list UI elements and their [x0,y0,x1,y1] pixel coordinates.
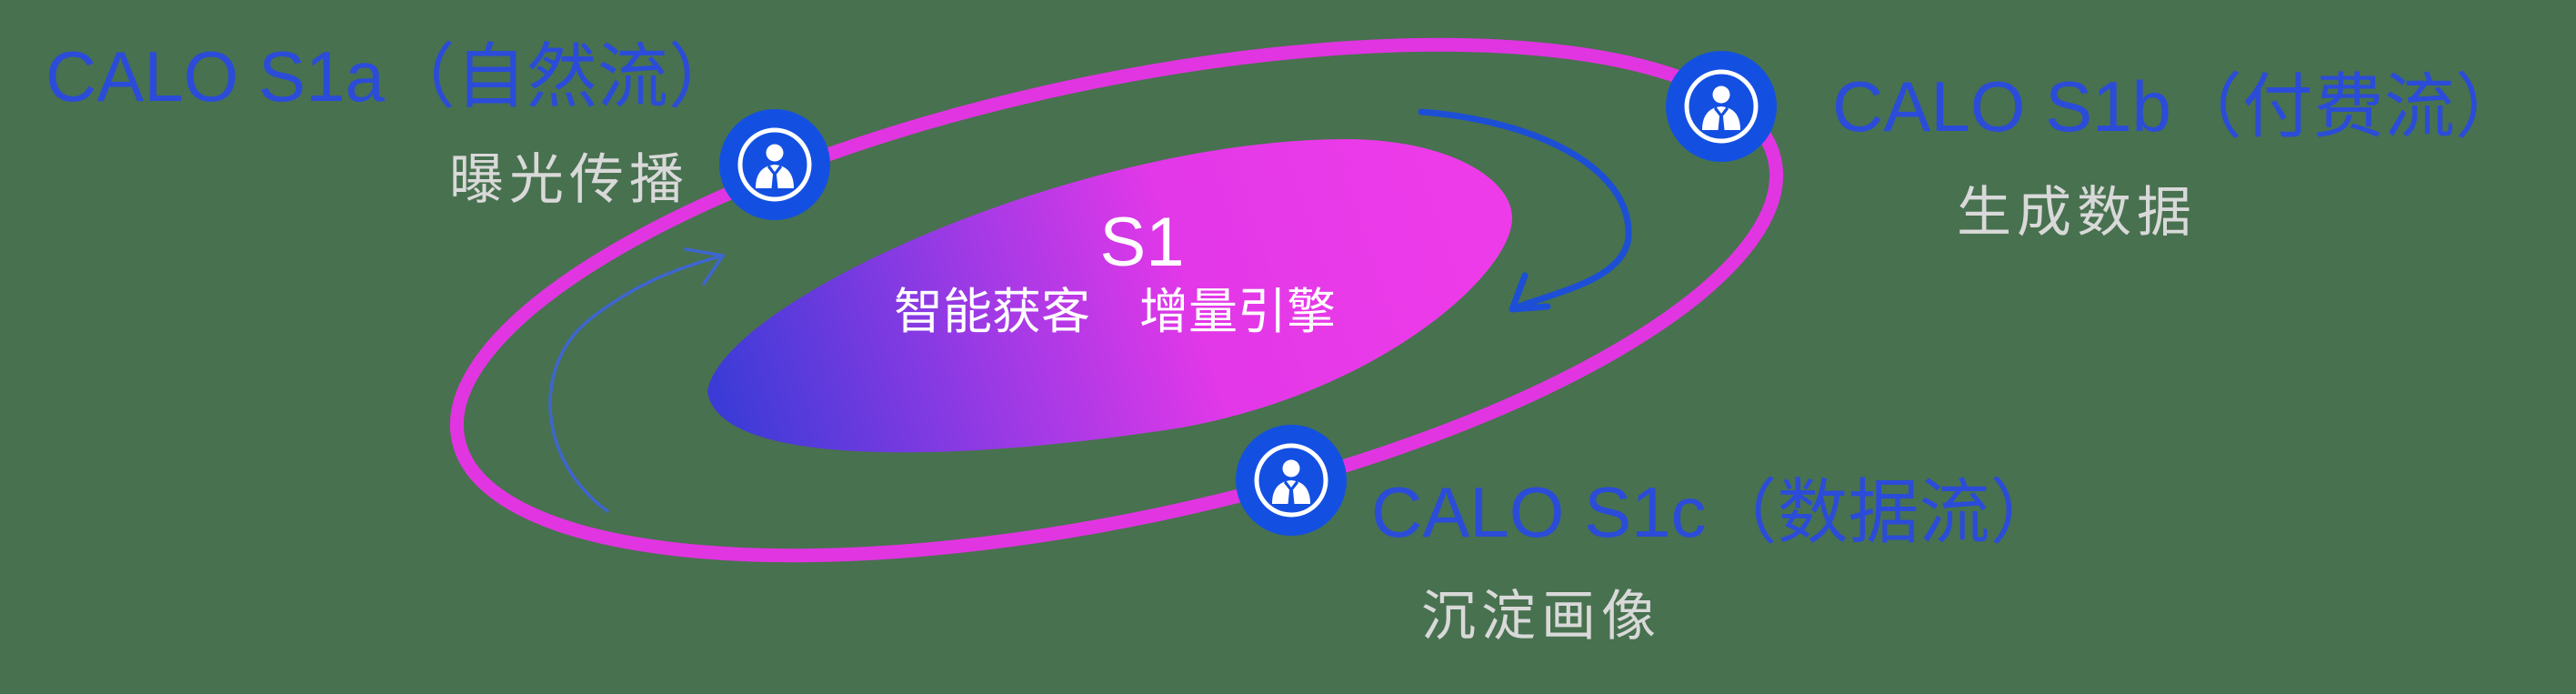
orbit-ellipse [449,37,1784,563]
label-s1a: CALO S1a（自然流） [45,36,739,116]
person-icon [1702,85,1740,130]
arrow-right [1418,108,1632,313]
core-ellipse [707,139,1512,453]
core-title: S1 [1099,204,1185,281]
sublabel-s1a: 曝光传播 [449,149,689,210]
person-icon [756,144,794,188]
sublabel-s1b: 生成数据 [1957,182,2197,243]
arrow-left [548,247,725,513]
node-s1c [1236,425,1347,536]
person-icon [1272,459,1310,504]
label-s1c: CALO S1c（数据流） [1371,472,2061,552]
label-s1b: CALO S1b（付费流） [1832,66,2526,146]
core-subtitle: 智能获客 增量引擎 [894,285,1336,339]
sublabel-s1c: 沉淀画像 [1421,586,1661,647]
node-s1b [1666,51,1777,162]
node-s1a [719,109,830,220]
